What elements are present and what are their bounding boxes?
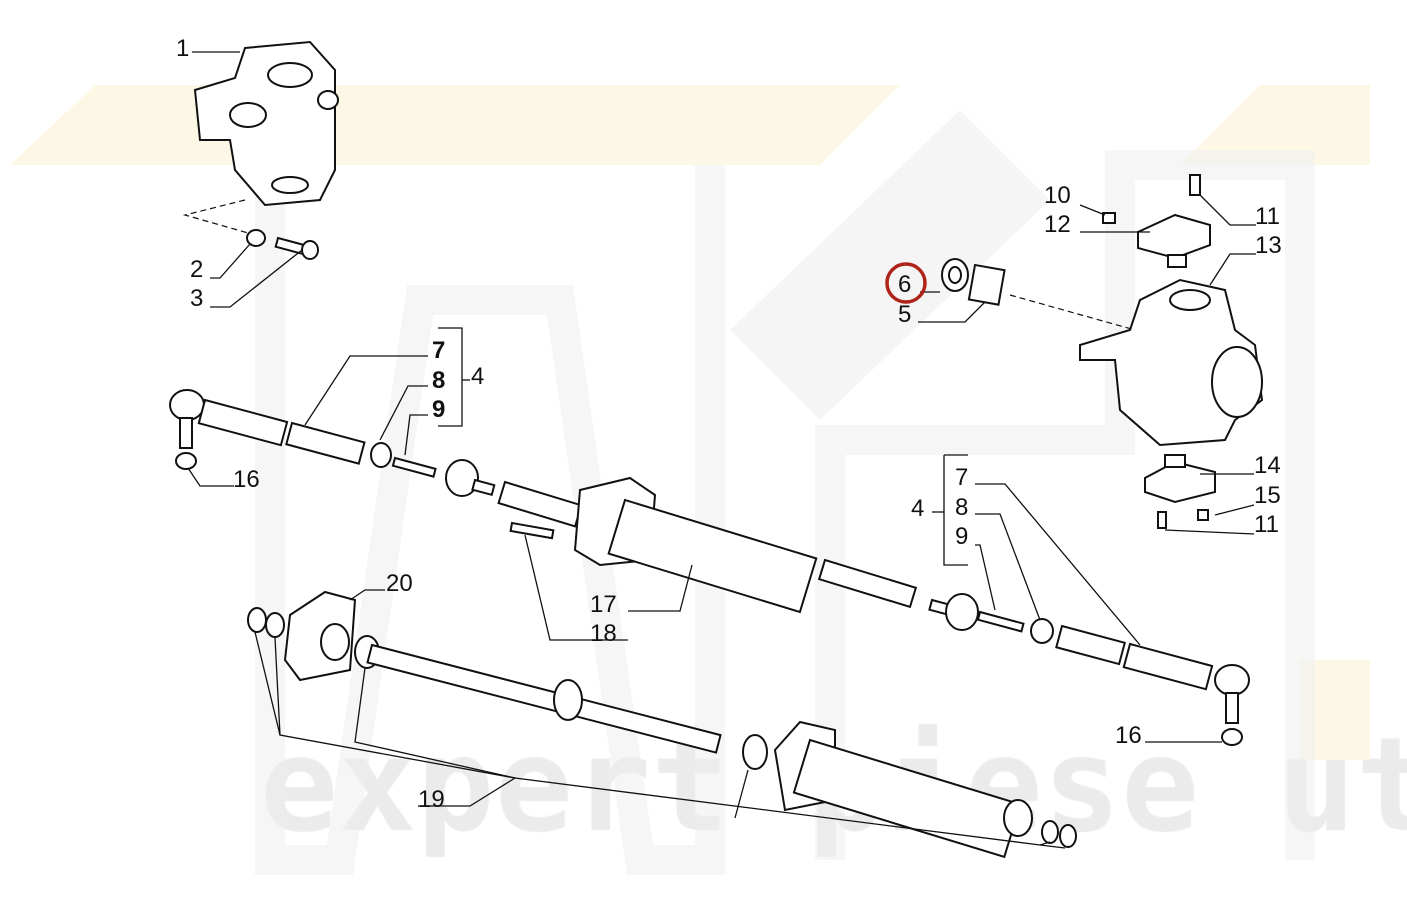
callout-18[interactable]: 18 — [590, 620, 617, 647]
part-cylinder-17 — [497, 476, 918, 614]
callout-13[interactable]: 13 — [1255, 232, 1282, 259]
callout-2[interactable]: 2 — [190, 256, 203, 283]
callout-5[interactable]: 5 — [898, 301, 911, 328]
callout-11-bottom[interactable]: 11 — [1254, 511, 1279, 538]
callout-15[interactable]: 15 — [1254, 482, 1281, 509]
part-bushing-5 — [967, 263, 1006, 306]
part-knuckle-left — [193, 40, 339, 207]
part-tie-rod-left — [169, 389, 496, 497]
callout-11-top[interactable]: 11 — [1255, 203, 1280, 230]
callout-6[interactable]: 6 — [898, 271, 911, 298]
callout-7-left[interactable]: 7 — [432, 337, 445, 364]
callout-16-left[interactable]: 16 — [233, 466, 260, 493]
callout-14[interactable]: 14 — [1254, 452, 1281, 479]
part-bolt-3 — [274, 236, 319, 260]
part-knuckle-right — [1079, 174, 1264, 529]
callout-10[interactable]: 10 — [1044, 182, 1071, 209]
callout-16-right[interactable]: 16 — [1115, 722, 1142, 749]
highlight-ring — [885, 262, 927, 304]
callout-7-right[interactable]: 7 — [955, 464, 968, 491]
callout-4-left[interactable]: 4 — [471, 363, 484, 390]
callout-8-right[interactable]: 8 — [955, 494, 968, 521]
callout-9-right[interactable]: 9 — [955, 523, 968, 550]
callout-19[interactable]: 19 — [418, 786, 445, 813]
callout-12[interactable]: 12 — [1044, 211, 1071, 238]
callout-20[interactable]: 20 — [386, 570, 413, 597]
callout-8-left[interactable]: 8 — [432, 367, 445, 394]
callout-3[interactable]: 3 — [190, 285, 203, 312]
callout-4-right[interactable]: 4 — [911, 495, 924, 522]
part-nut-2 — [246, 229, 266, 247]
part-seal-6 — [941, 258, 969, 292]
callouts: 1 2 3 7 8 9 4 16 10 12 11 13 6 5 14 15 1… — [176, 35, 1282, 813]
part-axle-shaft — [247, 590, 1077, 859]
callout-9-left[interactable]: 9 — [432, 396, 445, 423]
part-tie-rod-right — [928, 593, 1250, 746]
leader-lines — [187, 51, 1256, 849]
callout-17[interactable]: 17 — [590, 591, 617, 618]
callout-1[interactable]: 1 — [176, 35, 189, 62]
